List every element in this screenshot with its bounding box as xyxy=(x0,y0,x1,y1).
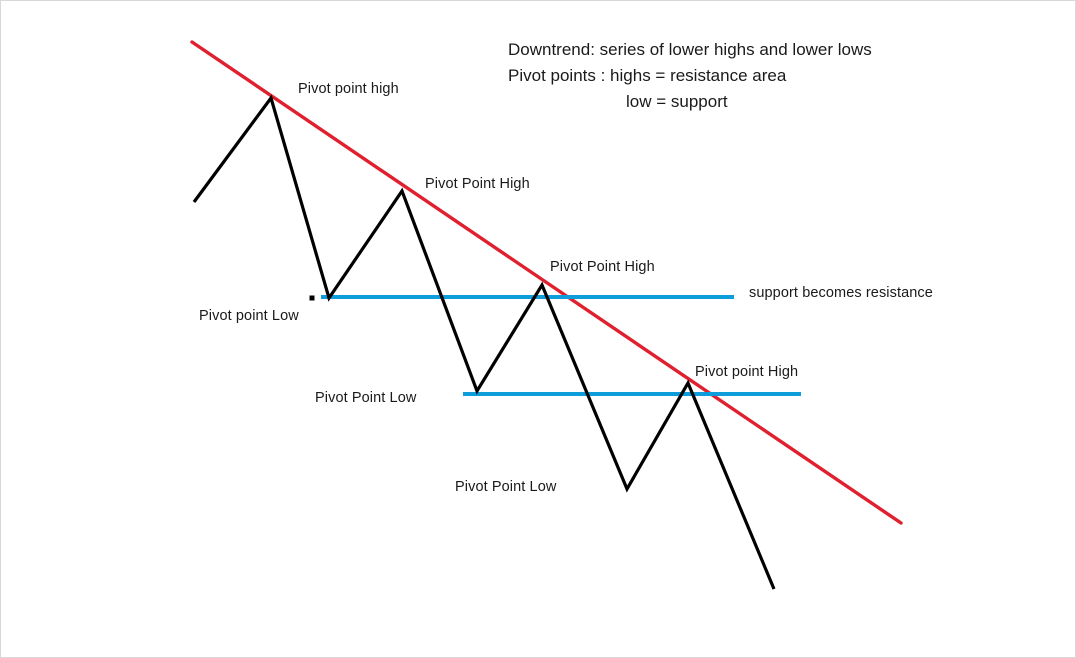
price-action-zigzag xyxy=(192,94,776,590)
chart-title-block: Downtrend: series of lower highs and low… xyxy=(508,37,938,115)
label-pivot-point-high-2: Pivot Point High xyxy=(425,176,530,192)
label-support-becomes-resistance: support becomes resistance xyxy=(749,285,933,301)
label-pivot-point-high-1: Pivot point high xyxy=(298,81,399,97)
title-line-downtrend: Downtrend: series of lower highs and low… xyxy=(508,40,872,59)
label-pivot-point-high-3: Pivot Point High xyxy=(550,259,655,275)
title-line-pivot-points: Pivot points : highs = resistance area xyxy=(508,66,787,85)
pivot-low-square-marker xyxy=(309,295,315,301)
label-pivot-point-low-1: Pivot point Low xyxy=(199,308,299,324)
label-pivot-point-low-3: Pivot Point Low xyxy=(455,479,557,495)
label-pivot-point-low-2: Pivot Point Low xyxy=(315,390,417,406)
label-pivot-point-high-4: Pivot point High xyxy=(695,364,799,380)
title-line-low-support: low = support xyxy=(626,92,728,111)
downtrend-line xyxy=(190,40,903,525)
